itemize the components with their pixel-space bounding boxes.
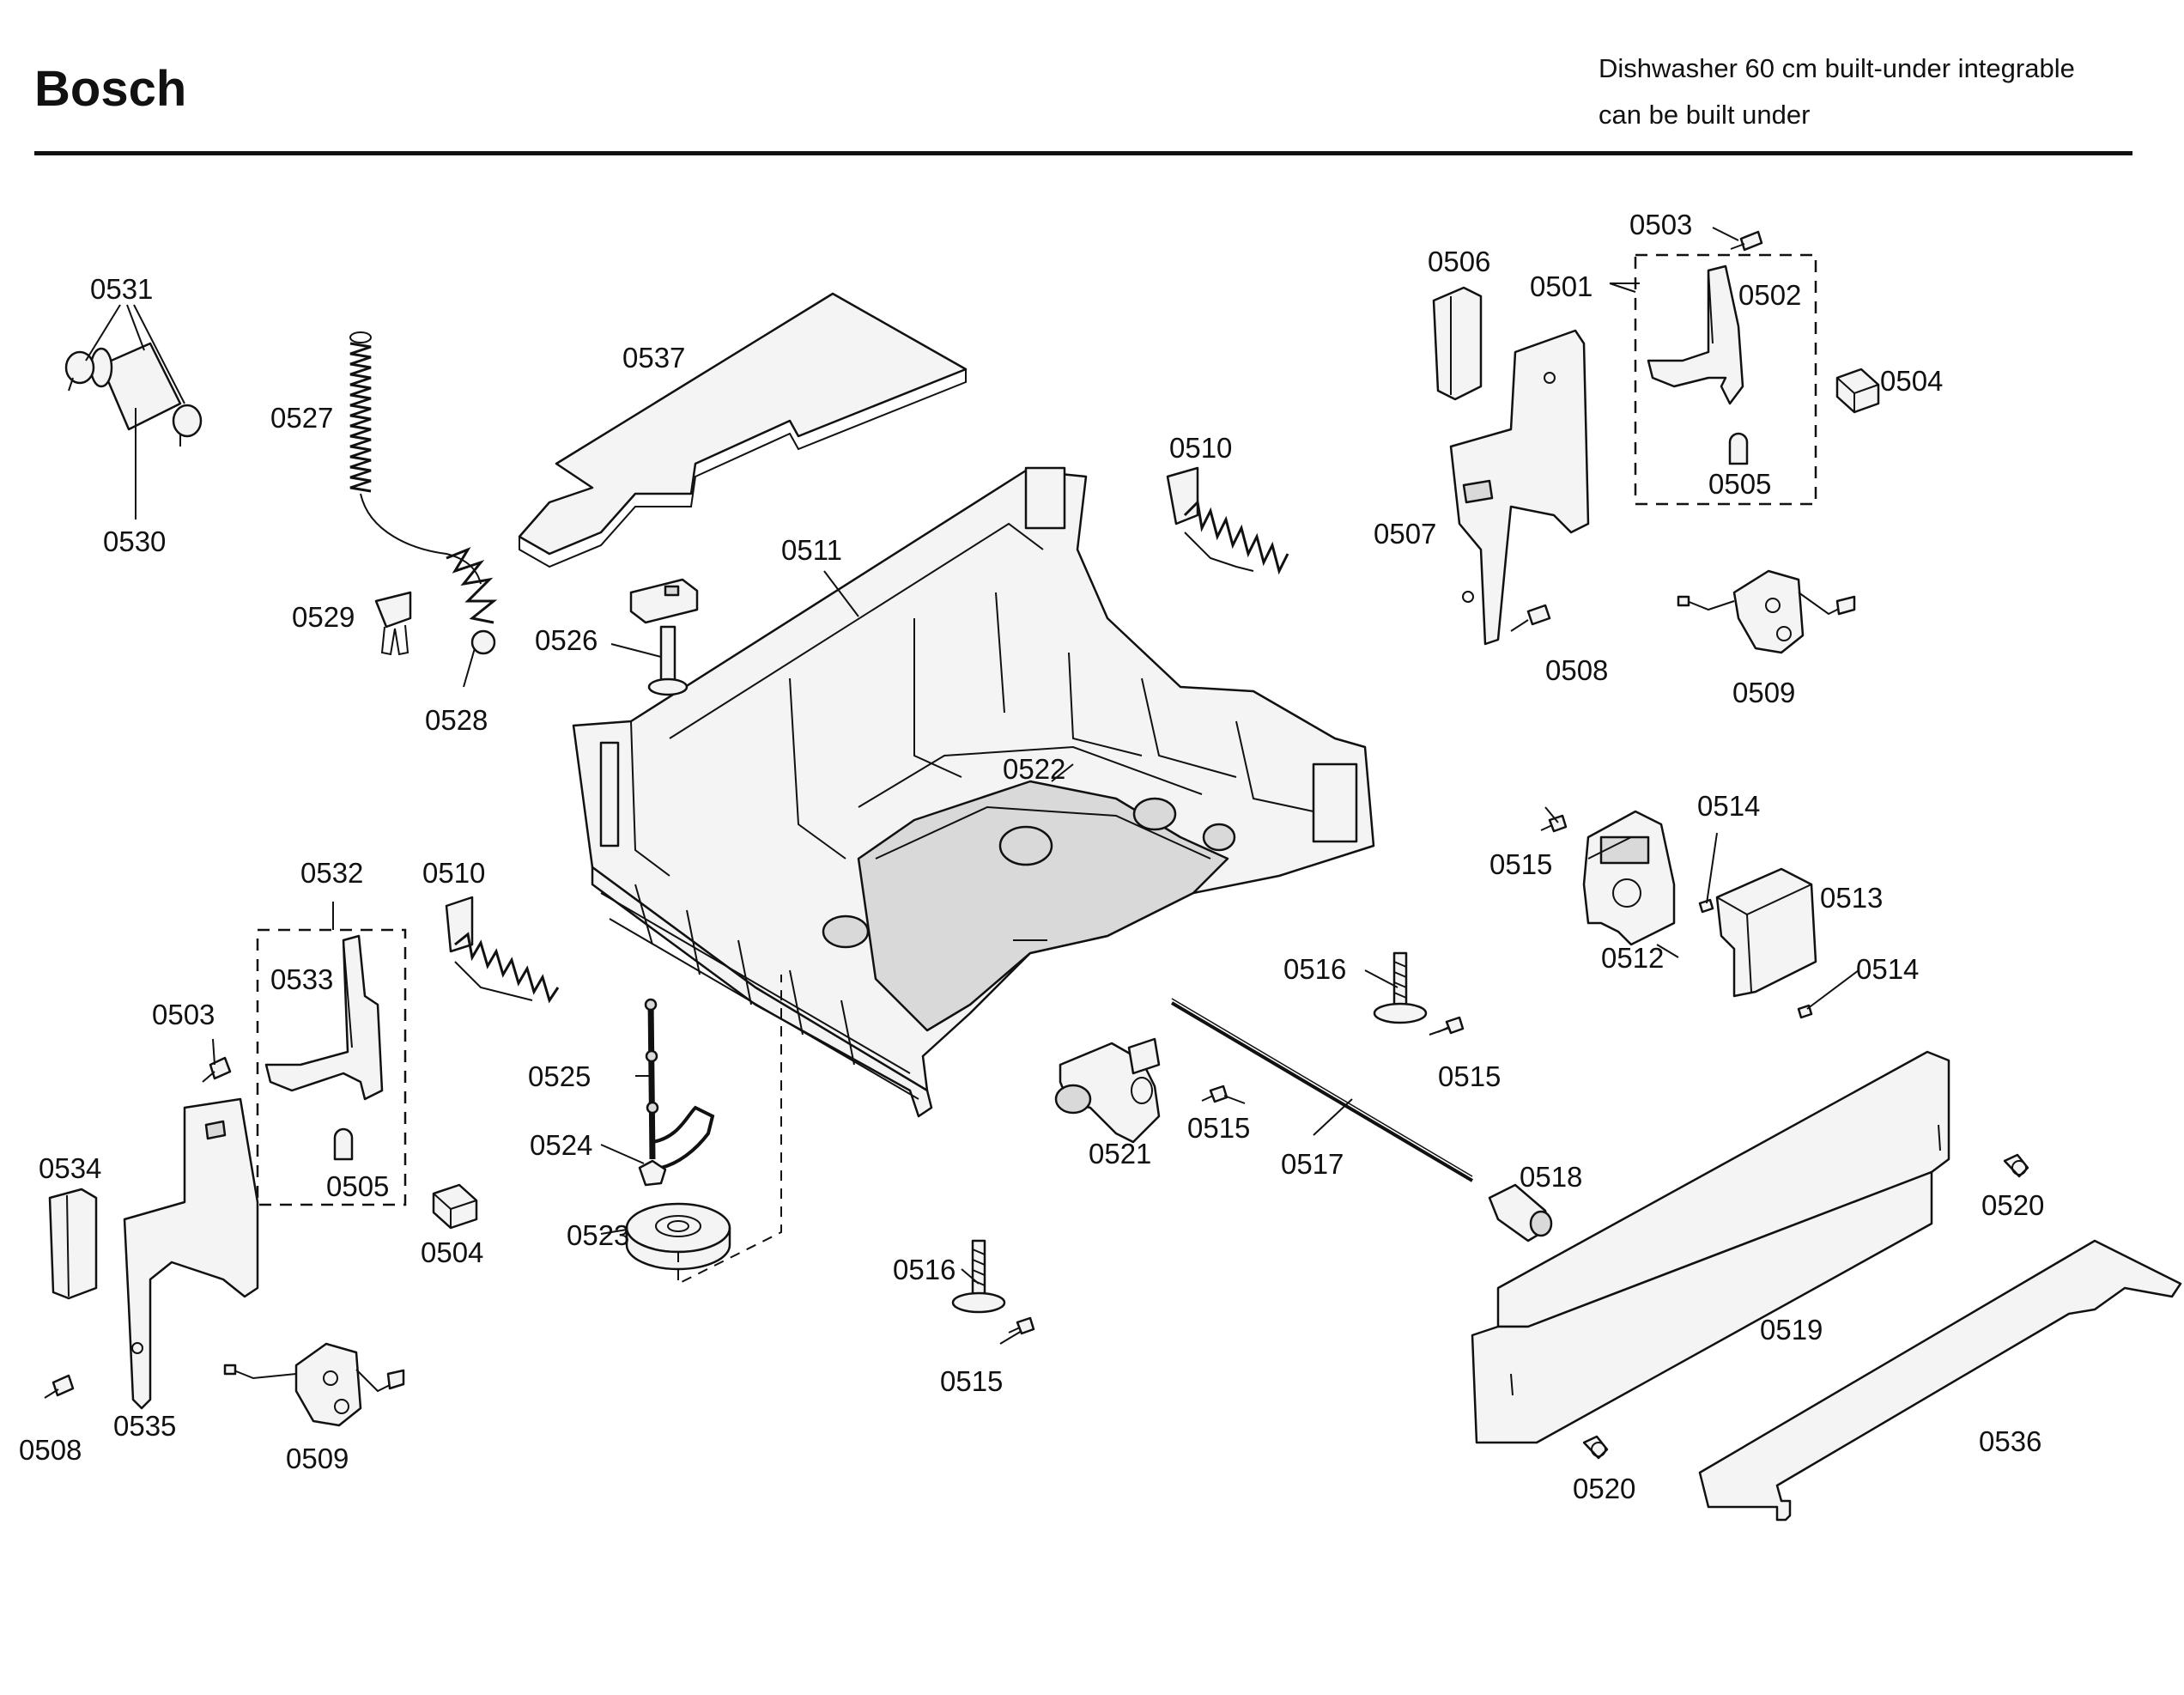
label-0520-bottom: 0520	[1573, 1473, 1635, 1504]
part-0503-top-drawing	[1730, 230, 1763, 252]
part-0520-drawing	[1582, 1153, 2029, 1460]
label-0508-left: 0508	[19, 1434, 82, 1466]
label-0505-top: 0505	[1708, 468, 1771, 500]
part-0508-left-drawing	[44, 1374, 75, 1399]
label-0537: 0537	[622, 342, 685, 374]
label-0509-left: 0509	[286, 1443, 349, 1474]
part-0512-drawing	[1582, 810, 1676, 946]
label-0519: 0519	[1760, 1314, 1823, 1346]
part-0504-top-drawing	[1835, 368, 1880, 414]
part-0506-drawing	[1432, 286, 1483, 401]
part-0501-group-drawing	[1634, 253, 1817, 506]
part-0513-drawing	[1715, 867, 1817, 998]
part-0530-0531-drawing	[64, 342, 203, 447]
brand-title: Bosch	[34, 61, 187, 117]
label-0533: 0533	[270, 963, 333, 995]
part-labels: 0531 0530 0527 0529 0528 0537 0511 0526 …	[19, 209, 2044, 1504]
label-0534: 0534	[39, 1152, 101, 1184]
label-0505-left: 0505	[326, 1170, 389, 1202]
label-0524: 0524	[530, 1129, 592, 1161]
label-0509-top: 0509	[1732, 677, 1795, 708]
label-0528: 0528	[425, 704, 488, 736]
label-0522: 0522	[1003, 753, 1065, 785]
part-0518-drawing	[1488, 1183, 1553, 1242]
part-0534-drawing	[48, 1188, 98, 1300]
label-0523: 0523	[567, 1219, 629, 1251]
label-0503-left: 0503	[152, 999, 215, 1030]
label-0510-left: 0510	[422, 857, 485, 889]
label-0513: 0513	[1820, 882, 1883, 914]
part-0507-drawing	[1449, 329, 1590, 646]
part-0523-0525-drawing	[625, 998, 731, 1271]
part-0509-left-drawing	[223, 1342, 405, 1427]
part-0508-top-drawing	[1510, 604, 1551, 632]
label-0514-upper: 0514	[1697, 790, 1760, 822]
label-0515-middle: 0515	[1438, 1060, 1501, 1092]
part-0527-0528-drawing	[349, 331, 498, 655]
label-0536: 0536	[1979, 1425, 2041, 1457]
header-divider	[34, 151, 2132, 155]
label-0502: 0502	[1738, 279, 1801, 311]
part-0510-top-drawing	[1166, 466, 1289, 575]
part-0529-drawing	[374, 591, 412, 656]
part-0510-left-drawing	[445, 896, 560, 1004]
label-0507: 0507	[1374, 518, 1436, 550]
label-0504-left: 0504	[421, 1236, 483, 1268]
label-0518: 0518	[1520, 1161, 1582, 1193]
label-0531: 0531	[90, 273, 153, 305]
label-0515-upper: 0515	[1489, 848, 1552, 880]
label-0521: 0521	[1089, 1138, 1151, 1169]
label-0504-top: 0504	[1880, 365, 1943, 397]
part-0511-drawing	[572, 466, 1375, 1118]
part-0516-upper-drawing	[1373, 951, 1428, 1024]
label-0525: 0525	[528, 1060, 591, 1092]
label-0535: 0535	[113, 1410, 176, 1442]
label-0506: 0506	[1428, 246, 1490, 277]
part-0517-drawing	[1170, 998, 1474, 1182]
part-0521-drawing	[1054, 1037, 1161, 1144]
part-0516-lower-drawing	[951, 1239, 1006, 1314]
label-0517: 0517	[1281, 1148, 1344, 1180]
part-0536-drawing	[1698, 1239, 2182, 1522]
label-0512: 0512	[1601, 942, 1664, 974]
label-0510-top: 0510	[1169, 432, 1232, 464]
label-0530: 0530	[103, 526, 166, 557]
label-0526: 0526	[535, 624, 598, 656]
part-0532-group-drawing	[256, 928, 407, 1206]
label-0501: 0501	[1530, 270, 1592, 302]
part-0503-left-drawing	[202, 1056, 232, 1083]
part-0535-drawing	[123, 1097, 259, 1410]
label-0516-upper: 0516	[1283, 953, 1346, 985]
part-0504-left-drawing	[432, 1183, 478, 1230]
label-0514-lower: 0514	[1856, 953, 1919, 985]
label-0503-top: 0503	[1629, 209, 1692, 240]
label-0532: 0532	[300, 857, 363, 889]
leader-lines	[85, 227, 1859, 1345]
part-0519-drawing	[1471, 1050, 1950, 1444]
label-0511: 0511	[781, 534, 842, 566]
label-0527: 0527	[270, 402, 333, 434]
label-0515-lower: 0515	[940, 1365, 1003, 1397]
label-0529: 0529	[292, 601, 355, 633]
part-0537-drawing	[518, 292, 968, 568]
part-0526-drawing	[629, 578, 699, 696]
label-0516-lower: 0516	[893, 1254, 956, 1285]
label-0520-right: 0520	[1981, 1189, 2044, 1221]
label-0508-top: 0508	[1545, 654, 1608, 686]
product-description-line-1: Dishwasher 60 cm built-under integrable	[1599, 53, 2075, 83]
label-0515-left: 0515	[1187, 1112, 1250, 1144]
product-description-line-2: can be built under	[1599, 100, 1811, 130]
part-0509-top-drawing	[1677, 569, 1856, 654]
